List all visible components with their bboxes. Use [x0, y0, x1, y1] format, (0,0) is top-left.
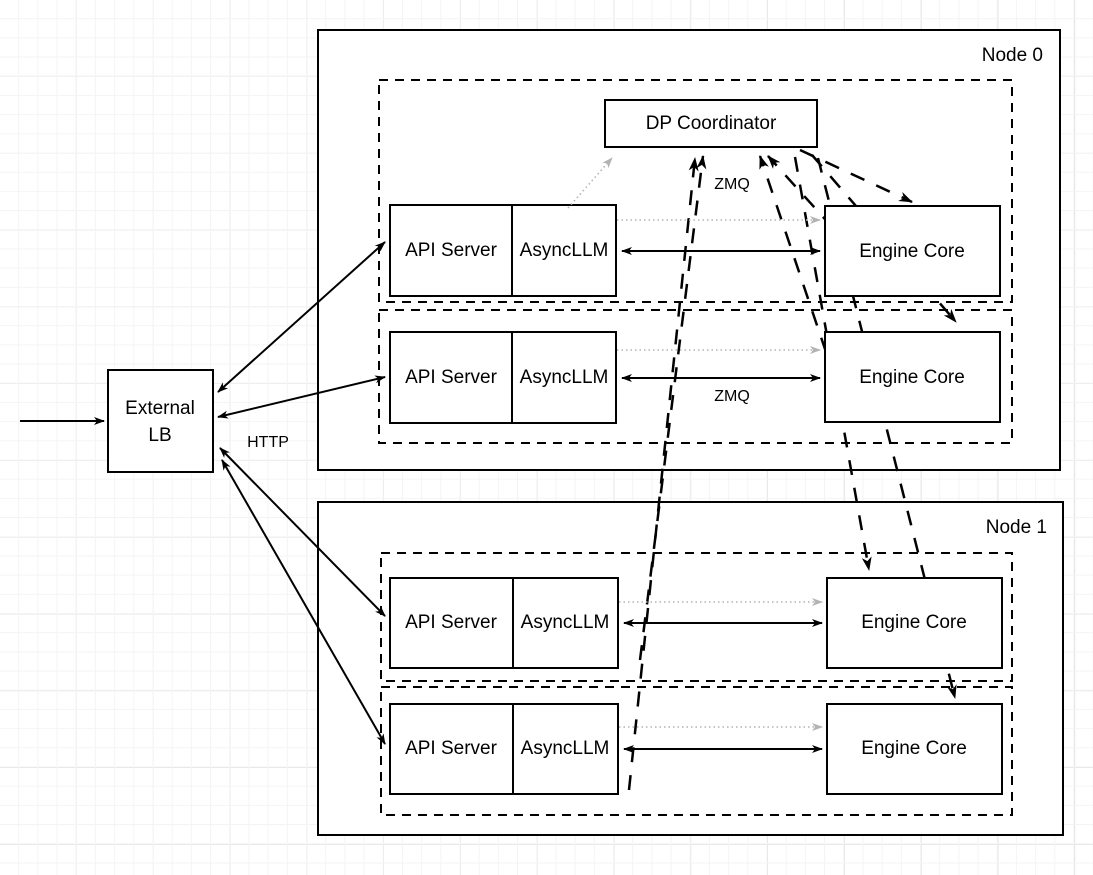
lb-api3-link [221, 459, 386, 745]
engine-core-box-2 [826, 577, 1003, 669]
dash-engine3-to-coordinator [627, 157, 699, 791]
replica-group-2 [380, 552, 1013, 682]
api-server-label-3: API Server [405, 738, 498, 759]
api-server-label-1: API Server [405, 367, 498, 388]
dash-coordinator-to-engine0 [799, 148, 913, 204]
api-server-box-0 [389, 204, 617, 297]
dash-coordinator-to-engine1 [811, 154, 957, 323]
engine-core-box-3 [826, 703, 1003, 795]
api-server-box-3 [389, 703, 619, 795]
api-server-label-2: API Server [405, 612, 498, 633]
engine-core-box-0 [824, 205, 1001, 297]
dash-engine2-to-coordinator [638, 155, 707, 661]
async-llm-label-2: AsyncLLM [521, 612, 610, 633]
lb-api1-link [217, 375, 386, 419]
async-llm-label-1: AsyncLLM [520, 367, 609, 388]
engine-core-label-0: Engine Core [859, 241, 965, 262]
dp-coordinator-label: DP Coordinator [646, 113, 777, 134]
replica-group-3 [380, 686, 1013, 816]
async-llm-label-0: AsyncLLM [520, 240, 609, 261]
engine-core-label-2: Engine Core [861, 612, 967, 633]
http-label: HTTP [247, 434, 289, 451]
dp-coordinator-box [604, 99, 818, 148]
api-server-box-1 [389, 331, 617, 424]
node-0-label: Node 0 [982, 45, 1043, 66]
node-1-label: Node 1 [986, 517, 1047, 538]
zmq-label-top: ZMQ [714, 176, 750, 193]
dash-engine1-to-coordinator [758, 155, 828, 353]
external-lb-label-line2: LB [148, 425, 171, 446]
external-lb-label-line1: External [125, 398, 195, 419]
engine-core-label-1: Engine Core [859, 367, 965, 388]
engine-core-label-3: Engine Core [861, 738, 967, 759]
zmq-label-mid: ZMQ [714, 388, 750, 405]
external-lb-box [107, 369, 214, 473]
api-server-label-0: API Server [405, 240, 498, 261]
api-server-box-2 [389, 577, 619, 669]
replica-group-0 [378, 79, 1013, 303]
lb-api0-link [217, 241, 386, 393]
engine-core-box-1 [824, 331, 1001, 423]
async-llm-label-3: AsyncLLM [521, 738, 610, 759]
